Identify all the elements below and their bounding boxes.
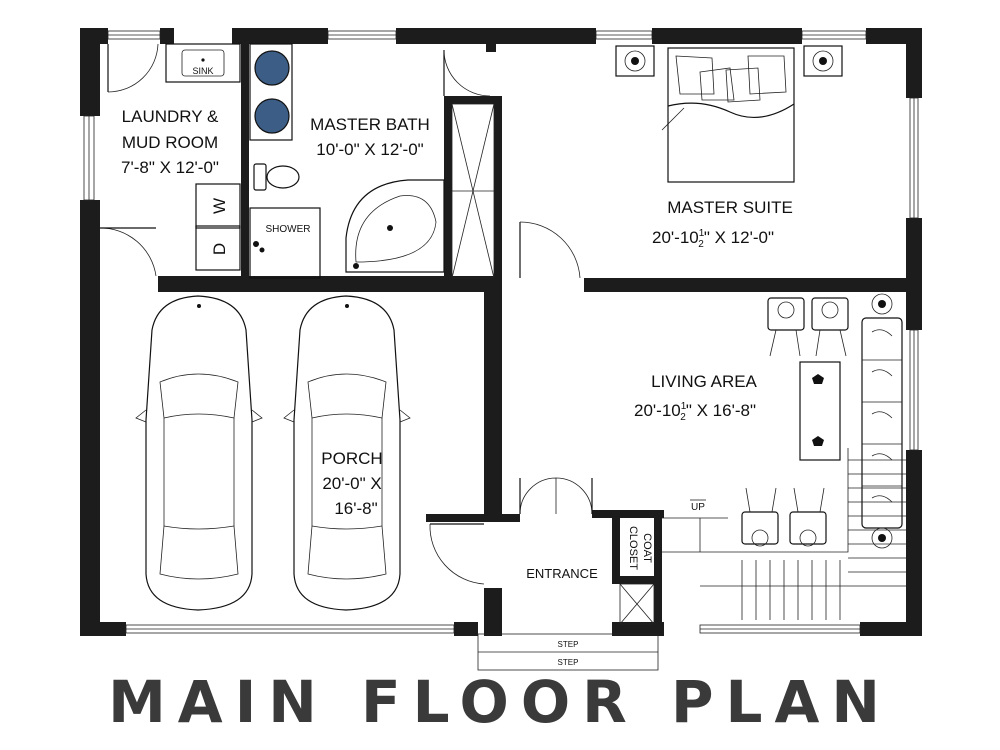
laundry-name-line2: MUD ROOM — [122, 133, 218, 152]
porch-dims-line1: 20'-0" X — [322, 474, 381, 493]
living-furniture: UP — [662, 293, 906, 620]
porch-dims-line2: 16'-8" — [334, 499, 377, 518]
car-left-icon — [135, 295, 263, 611]
living-dims-part2: " X 16'-8" — [686, 401, 756, 420]
dryer-label: D — [210, 243, 229, 255]
vanity-sink-bottom-icon — [254, 98, 290, 134]
master-bath-dimensions: 10'-0" X 12'-0" — [316, 140, 423, 159]
sink-label: SINK — [192, 66, 213, 76]
doors — [99, 43, 593, 585]
walls — [80, 28, 922, 636]
master-suite-dims-part1: 20'-10 — [652, 228, 699, 247]
laundry-name-line1: LAUNDRY & — [122, 107, 219, 126]
washer-label: W — [210, 198, 229, 214]
master-suite-frac-den: 2 — [698, 239, 704, 250]
porch-name: PORCH — [321, 449, 382, 468]
coat-closet-line1: COAT — [641, 533, 653, 563]
laundry-fixtures: SINK W D — [165, 43, 241, 271]
master-suite-name: MASTER SUITE — [667, 198, 793, 217]
bed-icon — [615, 45, 843, 183]
coat-closet-line2: CLOSET — [627, 526, 639, 570]
master-suite-frac-num: 1 — [699, 228, 705, 239]
windows — [83, 30, 919, 634]
bath-fixtures: SHOWER — [249, 43, 495, 279]
room-labels: LAUNDRY & MUD ROOM 7'-8" X 12'-0" MASTER… — [121, 107, 793, 581]
step-label-2: STEP — [558, 658, 579, 667]
vanity-sink-top-icon — [254, 50, 290, 86]
master-suite-dims-part2: " X 12'-0" — [704, 228, 774, 247]
plan-title: MAIN FLOOR PLAN — [108, 668, 892, 736]
entrance-details: STEP STEP — [477, 583, 659, 671]
living-frac-num: 1 — [681, 401, 687, 412]
living-area-name: LIVING AREA — [651, 372, 757, 391]
laundry-dimensions: 7'-8" X 12'-0" — [121, 158, 219, 177]
car-right-icon — [283, 295, 411, 611]
living-dims-part1: 20'-10 — [634, 401, 681, 420]
entrance-name: ENTRANCE — [526, 566, 598, 581]
living-frac-den: 2 — [680, 412, 686, 423]
step-label-1: STEP — [558, 640, 579, 649]
shower-label: SHOWER — [266, 224, 311, 235]
stairs-up-label: UP — [691, 502, 705, 513]
master-bath-name: MASTER BATH — [310, 115, 430, 134]
